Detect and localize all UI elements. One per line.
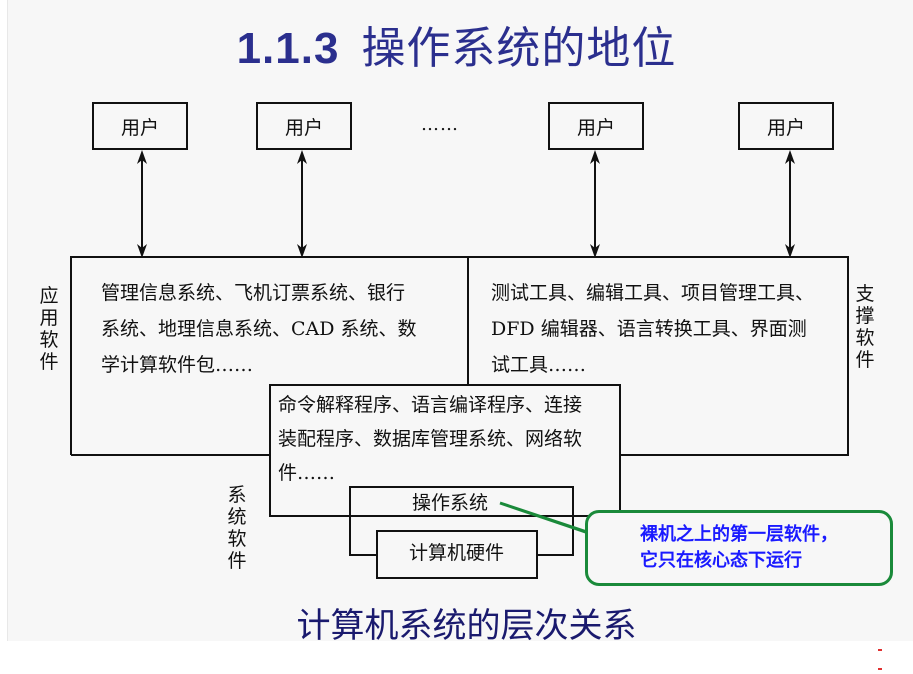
application-line: 学计算软件包…… xyxy=(101,354,254,376)
outer-frame-line xyxy=(70,256,849,456)
os-box-left xyxy=(349,516,377,556)
operating-system-label: 操作系统 xyxy=(412,492,489,514)
support-software-text: 测试工具、编辑工具、项目管理工具、 DFD 编辑器、语言转换工具、界面测 试工具… xyxy=(491,275,814,383)
user-box-1: 用户 xyxy=(92,102,188,150)
support-line: 试工具…… xyxy=(491,354,587,376)
title-number: 1.1.3 xyxy=(236,24,340,73)
system-line: 装配程序、数据库管理系统、网络软 xyxy=(278,428,583,450)
system-software-box xyxy=(269,384,621,517)
users-ellipsis: …… xyxy=(421,114,459,135)
hardware-box xyxy=(376,530,538,579)
user-box-4: 用户 xyxy=(738,102,834,150)
callout-line: 它只在核心态下运行 xyxy=(640,550,802,571)
bidirectional-arrow-3 xyxy=(590,150,600,258)
user-box-3: 用户 xyxy=(548,102,644,150)
callout-pointer xyxy=(499,501,613,543)
layer-frame xyxy=(70,256,849,579)
bidirectional-arrow-1 xyxy=(137,150,147,258)
system-line: 命令解释程序、语言编译程序、连接 xyxy=(278,394,583,416)
user-box-2: 用户 xyxy=(256,102,352,150)
page-number-fragment xyxy=(878,636,894,670)
os-box-outline xyxy=(349,486,574,556)
support-software-label: 支撑软件 xyxy=(855,283,875,371)
application-line: 系统、地理信息系统、CAD 系统、数 xyxy=(101,318,417,340)
system-software-text: 命令解释程序、语言编译程序、连接 装配程序、数据库管理系统、网络软 件…… xyxy=(278,388,582,490)
support-line: DFD 编辑器、语言转换工具、界面测 xyxy=(491,318,807,340)
slide-title: 1.1.3 操作系统的地位 xyxy=(0,12,913,76)
user-label: 用户 xyxy=(576,116,615,139)
callout-line: 裸机之上的第一层软件， xyxy=(640,524,838,545)
application-software-label: 应用软件 xyxy=(39,285,59,373)
user-label: 用户 xyxy=(284,116,323,139)
callout-text: 裸机之上的第一层软件， 它只在核心态下运行 xyxy=(640,522,838,574)
system-software-label: 系统软件 xyxy=(227,484,247,572)
bidirectional-arrow-4 xyxy=(785,150,795,258)
callout-bubble xyxy=(585,510,893,586)
diagram-caption: 计算机系统的层次关系 xyxy=(296,606,637,646)
bidirectional-arrow-2 xyxy=(297,150,307,258)
title-text: 操作系统的地位 xyxy=(361,23,677,74)
user-label: 用户 xyxy=(120,116,159,139)
system-line: 件…… xyxy=(278,462,336,484)
application-line: 管理信息系统、飞机订票系统、银行 xyxy=(101,282,406,304)
application-software-text: 管理信息系统、飞机订票系统、银行 系统、地理信息系统、CAD 系统、数 学计算软… xyxy=(101,275,417,383)
support-line: 测试工具、编辑工具、项目管理工具、 xyxy=(491,282,815,304)
user-label: 用户 xyxy=(766,116,805,139)
hardware-label: 计算机硬件 xyxy=(409,542,505,564)
